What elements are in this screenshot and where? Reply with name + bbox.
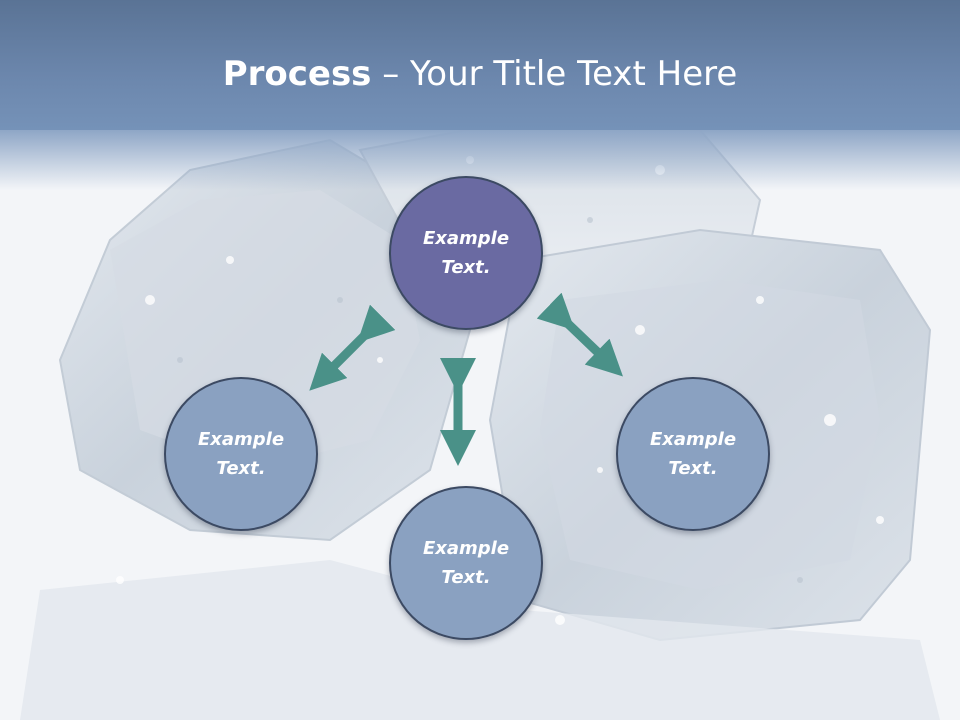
title-rest-text: – Your Title Text Here <box>371 54 738 94</box>
process-node-bottom: Example Text. <box>389 486 543 640</box>
process-node-left: Example Text. <box>164 377 318 531</box>
slide-title: Process – Your Title Text Here <box>0 52 960 96</box>
title-bar <box>0 0 960 130</box>
process-node-top: Example Text. <box>389 176 543 330</box>
arrow-top-right <box>536 292 623 377</box>
arrow-top-left <box>309 304 396 391</box>
process-node-right: Example Text. <box>616 377 770 531</box>
node-right-label: Example Text. <box>649 429 737 479</box>
node-left-label: Example Text. <box>197 429 285 479</box>
title-bold-text: Process <box>222 54 372 94</box>
node-top-label: Example Text. <box>422 228 510 278</box>
node-bottom-label: Example Text. <box>422 538 510 588</box>
